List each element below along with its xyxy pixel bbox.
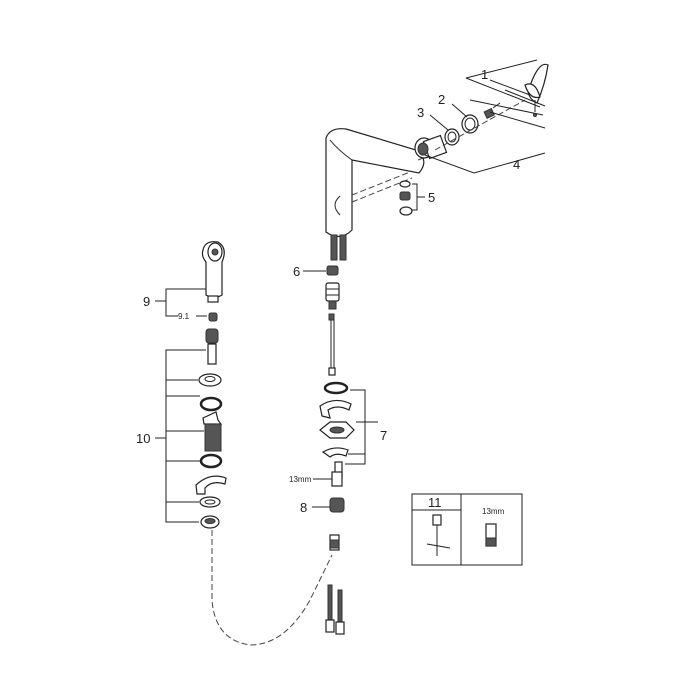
hose-connector xyxy=(325,282,340,310)
pipe-adapter xyxy=(329,534,340,551)
label-part-5: 5 xyxy=(428,190,435,205)
label-part-6: 6 xyxy=(293,264,300,279)
lever-handle xyxy=(524,63,549,117)
hand-shower-9 xyxy=(201,241,225,303)
nut-6 xyxy=(326,265,339,276)
wrench-size-label: 13mm xyxy=(289,475,312,484)
aerator-set xyxy=(399,180,425,216)
hose-end-fitting xyxy=(205,328,219,365)
label-part-9-1: 9.1 xyxy=(178,312,190,321)
nut-9-1 xyxy=(208,312,218,322)
label-part-2: 2 xyxy=(438,92,445,107)
hose-path xyxy=(211,530,333,646)
label-part-10: 10 xyxy=(136,431,150,446)
cartridge xyxy=(414,134,448,160)
label-part-4: 4 xyxy=(513,157,520,172)
tool-size-label: 13mm xyxy=(482,507,505,516)
label-part-7: 7 xyxy=(380,428,387,443)
connector-8 xyxy=(329,471,345,513)
label-part-1: 1 xyxy=(481,67,488,82)
pull-out-hose-ends xyxy=(330,234,347,261)
label-part-3: 3 xyxy=(417,105,424,120)
tool-box-11: 11 13mm xyxy=(411,493,523,566)
mounting-set-7 xyxy=(319,381,355,479)
label-part-8: 8 xyxy=(300,500,307,515)
label-part-11: 11 xyxy=(428,495,442,510)
label-part-9: 9 xyxy=(143,294,150,309)
supply-hoses xyxy=(325,584,345,635)
ring-3 xyxy=(444,128,460,146)
hose-guide-set-10 xyxy=(195,373,227,529)
threaded-rod xyxy=(328,313,336,376)
faucet-body xyxy=(325,128,431,238)
